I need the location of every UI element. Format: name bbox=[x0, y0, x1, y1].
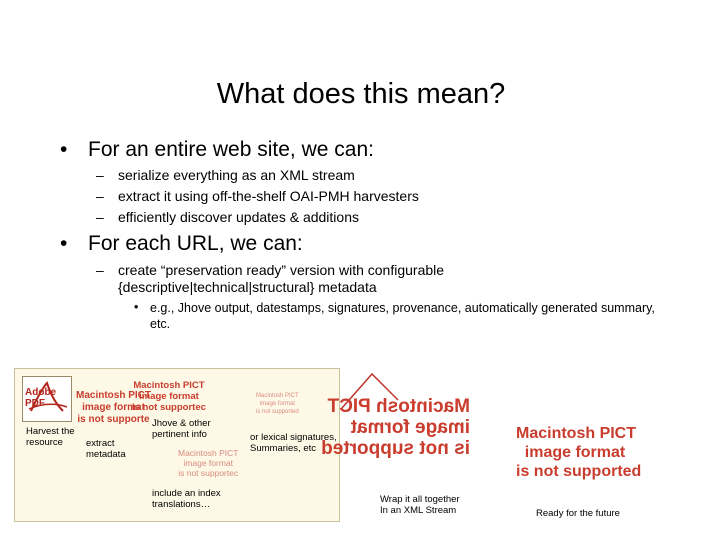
bullet-1-text: For an entire web site, we can: bbox=[88, 138, 374, 161]
extract-label: extract metadata bbox=[86, 438, 126, 460]
arrow-graphic bbox=[341, 372, 399, 409]
pict-line: Macintosh PICT bbox=[178, 448, 239, 458]
pict-line: Macintosh PICT bbox=[256, 393, 299, 399]
jhove-label: Jhove & other pertinent info bbox=[152, 418, 211, 440]
label-line: metadata bbox=[86, 449, 126, 460]
pict-line: image format bbox=[350, 417, 470, 438]
sub-sub-bullet-text: e.g., Jhove output, datestamps, signatur… bbox=[150, 301, 655, 331]
label-line: include an index bbox=[152, 488, 221, 499]
label-line: or lexical signatures, bbox=[250, 432, 337, 443]
bullet-marker: • bbox=[134, 300, 139, 314]
wrap-label: Wrap it all together In an XML Stream bbox=[380, 494, 460, 516]
label-line: Wrap it all together bbox=[380, 494, 460, 505]
label-line: Jhove & other bbox=[152, 418, 211, 429]
adobe-logo-icon bbox=[28, 381, 68, 412]
label-line: Summaries, etc bbox=[250, 443, 316, 454]
pict-line: is not supported bbox=[321, 438, 470, 459]
label-line: extract bbox=[86, 438, 115, 449]
pict-placeholder-mirrored: Macintosh PICT image format is not suppo… bbox=[321, 396, 470, 459]
sub-bullet-text: {descriptive|technical|structural} metad… bbox=[118, 279, 377, 295]
label-line: resource bbox=[26, 437, 63, 448]
sub-bullet-text: efficiently discover updates & additions bbox=[118, 209, 359, 225]
bullet-marker: • bbox=[60, 138, 68, 161]
adobe-pdf-logo: Adobe PDF bbox=[22, 376, 72, 422]
pict-line: Macintosh PICT bbox=[516, 425, 637, 442]
adobe-logo-text: Adobe PDF bbox=[25, 387, 57, 409]
pict-line: is not supported bbox=[516, 463, 642, 480]
label-line: pertinent info bbox=[152, 429, 207, 440]
lexical-label: or lexical signatures, Summaries, etc bbox=[250, 432, 337, 454]
pict-placeholder-tiny: Macintosh PICT image format is not suppo… bbox=[256, 392, 299, 416]
pict-line: is not supportec bbox=[178, 468, 239, 478]
dash-marker: – bbox=[96, 262, 104, 278]
pict-line: Macintosh PICT bbox=[133, 380, 205, 391]
pict-line: image format bbox=[82, 402, 145, 413]
label-line: Harvest the bbox=[26, 426, 75, 437]
pict-line: is not supportec bbox=[132, 402, 206, 413]
pict-line: image format bbox=[259, 401, 295, 407]
pict-line: image format bbox=[139, 391, 199, 402]
pict-placeholder-left: Macintosh PICT image format is not suppo… bbox=[76, 390, 151, 426]
pict-line: is not supported bbox=[256, 409, 299, 415]
bullet-marker: • bbox=[60, 232, 68, 255]
pict-line: image format bbox=[524, 444, 626, 461]
label-line: translations… bbox=[152, 499, 211, 510]
sub-bullet-text: serialize everything as an XML stream bbox=[118, 167, 355, 183]
dash-marker: – bbox=[96, 167, 104, 183]
pict-placeholder-large: Macintosh PICT image format is not suppo… bbox=[516, 424, 642, 481]
pict-placeholder-top: Macintosh PICT image format is not suppo… bbox=[132, 380, 206, 413]
sub-bullet-text: extract it using off-the-shelf OAI-PMH h… bbox=[118, 188, 419, 204]
sub-bullet-text: create “preservation ready” version with… bbox=[118, 262, 445, 278]
slide-title: What does this mean? bbox=[216, 78, 506, 110]
pict-line: image format bbox=[183, 458, 234, 468]
pict-line: Macintosh PICT bbox=[76, 390, 152, 401]
pict-line: Macintosh PICT bbox=[327, 396, 470, 417]
label-line: In an XML Stream bbox=[380, 505, 457, 516]
pict-line: is not supporte bbox=[77, 414, 150, 425]
index-label: include an index translations… bbox=[152, 488, 221, 510]
ready-label: Ready for the future bbox=[536, 508, 620, 519]
dash-marker: – bbox=[96, 188, 104, 204]
pict-placeholder-middle: Macintosh PICT image format is not suppo… bbox=[178, 448, 238, 478]
harvest-label: Harvest the resource bbox=[26, 426, 75, 448]
bullet-2-text: For each URL, we can: bbox=[88, 232, 303, 255]
dash-marker: – bbox=[96, 209, 104, 225]
